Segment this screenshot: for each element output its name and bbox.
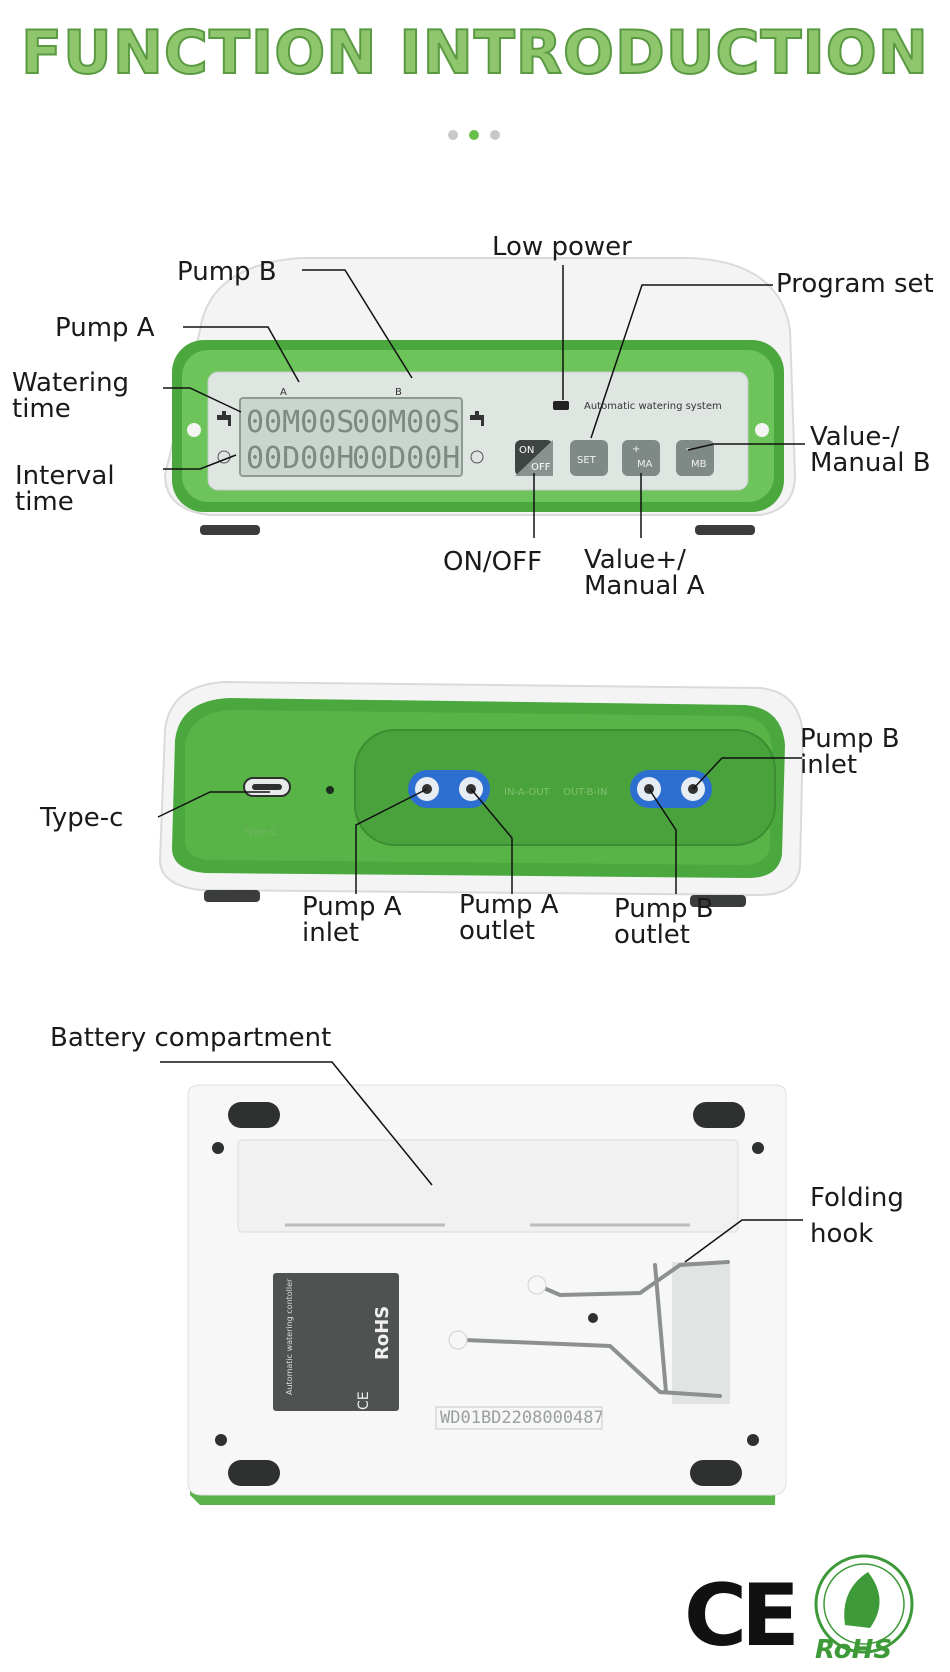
label-folding-2: hook: [810, 1219, 873, 1249]
label-pump-a-outlet-1: Pump A: [459, 890, 559, 920]
channel-b-label: B: [395, 387, 402, 398]
label-interval-time-2: time: [15, 487, 74, 517]
label-pump-b: Pump B: [177, 257, 277, 287]
label-pump-a-outlet-2: outlet: [459, 916, 535, 946]
label-folding-1: Folding: [810, 1183, 904, 1213]
front-leader-lines: [163, 265, 805, 538]
out-b-in-label: OUT-B-IN: [563, 787, 608, 798]
svg-text:MA: MA: [637, 459, 653, 470]
label-pump-b-outlet-2: outlet: [614, 920, 690, 950]
svg-text:ON: ON: [519, 445, 534, 456]
back-device: Type-C IN-A-OUT OUT-B-IN: [158, 680, 805, 907]
ce-mark: CE: [684, 1566, 794, 1666]
reset-hole: [326, 786, 334, 794]
faucet-icon-b: [470, 411, 484, 426]
svg-text:+: +: [632, 444, 640, 455]
in-a-out-label: IN-A-OUT: [504, 787, 551, 798]
battery-cover: [237, 1139, 739, 1233]
back-view-panel: Type-C IN-A-OUT OUT-B-IN Type-c Pump B i…: [39, 680, 900, 950]
type-c-port-label: Type-C: [243, 827, 278, 838]
label-pump-b-outlet-1: Pump B: [614, 894, 714, 924]
lcd-b-top: 00M00S: [352, 405, 460, 440]
product-sticker: [273, 1273, 399, 1411]
front-view-panel: 00M00S 00M00S 00D00H 00D00H A B Automati…: [12, 232, 934, 601]
rohs-logo: RoHS: [814, 1554, 914, 1665]
set-button[interactable]: SET: [570, 440, 608, 476]
label-type-c: Type-c: [39, 803, 123, 833]
label-on-off: ON/OFF: [443, 547, 542, 577]
lcd-a-bottom: 00D00H: [246, 441, 354, 476]
front-device: 00M00S 00M00S 00D00H 00D00H A B Automati…: [163, 257, 797, 535]
lcd-a-top: 00M00S: [246, 405, 354, 440]
clock-icon-b: [470, 450, 484, 464]
label-watering-time-2: time: [12, 394, 71, 424]
sticker-ce: CE: [356, 1391, 372, 1410]
label-watering-time-1: Watering: [12, 368, 129, 398]
rubber-foot: [228, 1102, 280, 1128]
bottom-leader-lines: [160, 1061, 803, 1263]
hook-recess: [672, 1262, 730, 1404]
label-value-plus-1: Value+/: [584, 545, 686, 575]
carousel-dots: [448, 130, 500, 140]
svg-text:RoHS: RoHS: [815, 1635, 892, 1665]
label-low-power: Low power: [492, 232, 632, 262]
rubber-foot: [690, 1460, 742, 1486]
label-interval-time-1: Interval: [15, 461, 115, 491]
low-power-indicator: [553, 401, 569, 410]
label-value-minus-1: Value-/: [810, 422, 900, 452]
on-off-button[interactable]: ON OFF: [515, 440, 553, 476]
svg-text:MB: MB: [691, 459, 707, 470]
label-pump-a-inlet-1: Pump A: [302, 892, 402, 922]
system-name: Automatic watering system: [584, 401, 722, 412]
folding-hook: [463, 1260, 730, 1398]
carousel-dot-3[interactable]: [490, 130, 500, 140]
rubber-foot: [228, 1460, 280, 1486]
label-battery-compartment: Battery compartment: [50, 1023, 331, 1053]
ma-button[interactable]: + MA: [622, 440, 660, 476]
label-program-set: Program set: [776, 269, 934, 299]
channel-a-label: A: [280, 387, 287, 398]
serial-number: WD01BD2208000487: [440, 1408, 604, 1428]
label-value-minus-2: Manual B: [810, 448, 931, 478]
label-value-plus-2: Manual A: [584, 571, 705, 601]
label-pump-b-inlet-2: inlet: [800, 750, 857, 780]
label-pump-b-inlet-1: Pump B: [800, 724, 900, 754]
carousel-dot-1[interactable]: [448, 130, 458, 140]
rubber-foot: [693, 1102, 745, 1128]
svg-text:OFF: OFF: [531, 462, 551, 473]
faucet-icon-a: [217, 411, 231, 426]
svg-text:SET: SET: [577, 455, 597, 466]
sticker-rohs: RoHS: [372, 1306, 393, 1360]
back-leader-lines: [157, 757, 802, 894]
sticker-title: Automatic watering contoller: [285, 1278, 294, 1395]
page-title: FUNCTION INTRODUCTION: [20, 17, 930, 89]
carousel-dot-2-active[interactable]: [469, 130, 479, 140]
bottom-device: RoHS Automatic watering contoller CE WD0…: [187, 1084, 787, 1505]
lcd-b-bottom: 00D00H: [352, 441, 460, 476]
label-pump-a-inlet-2: inlet: [302, 918, 359, 948]
label-pump-a: Pump A: [55, 313, 155, 343]
